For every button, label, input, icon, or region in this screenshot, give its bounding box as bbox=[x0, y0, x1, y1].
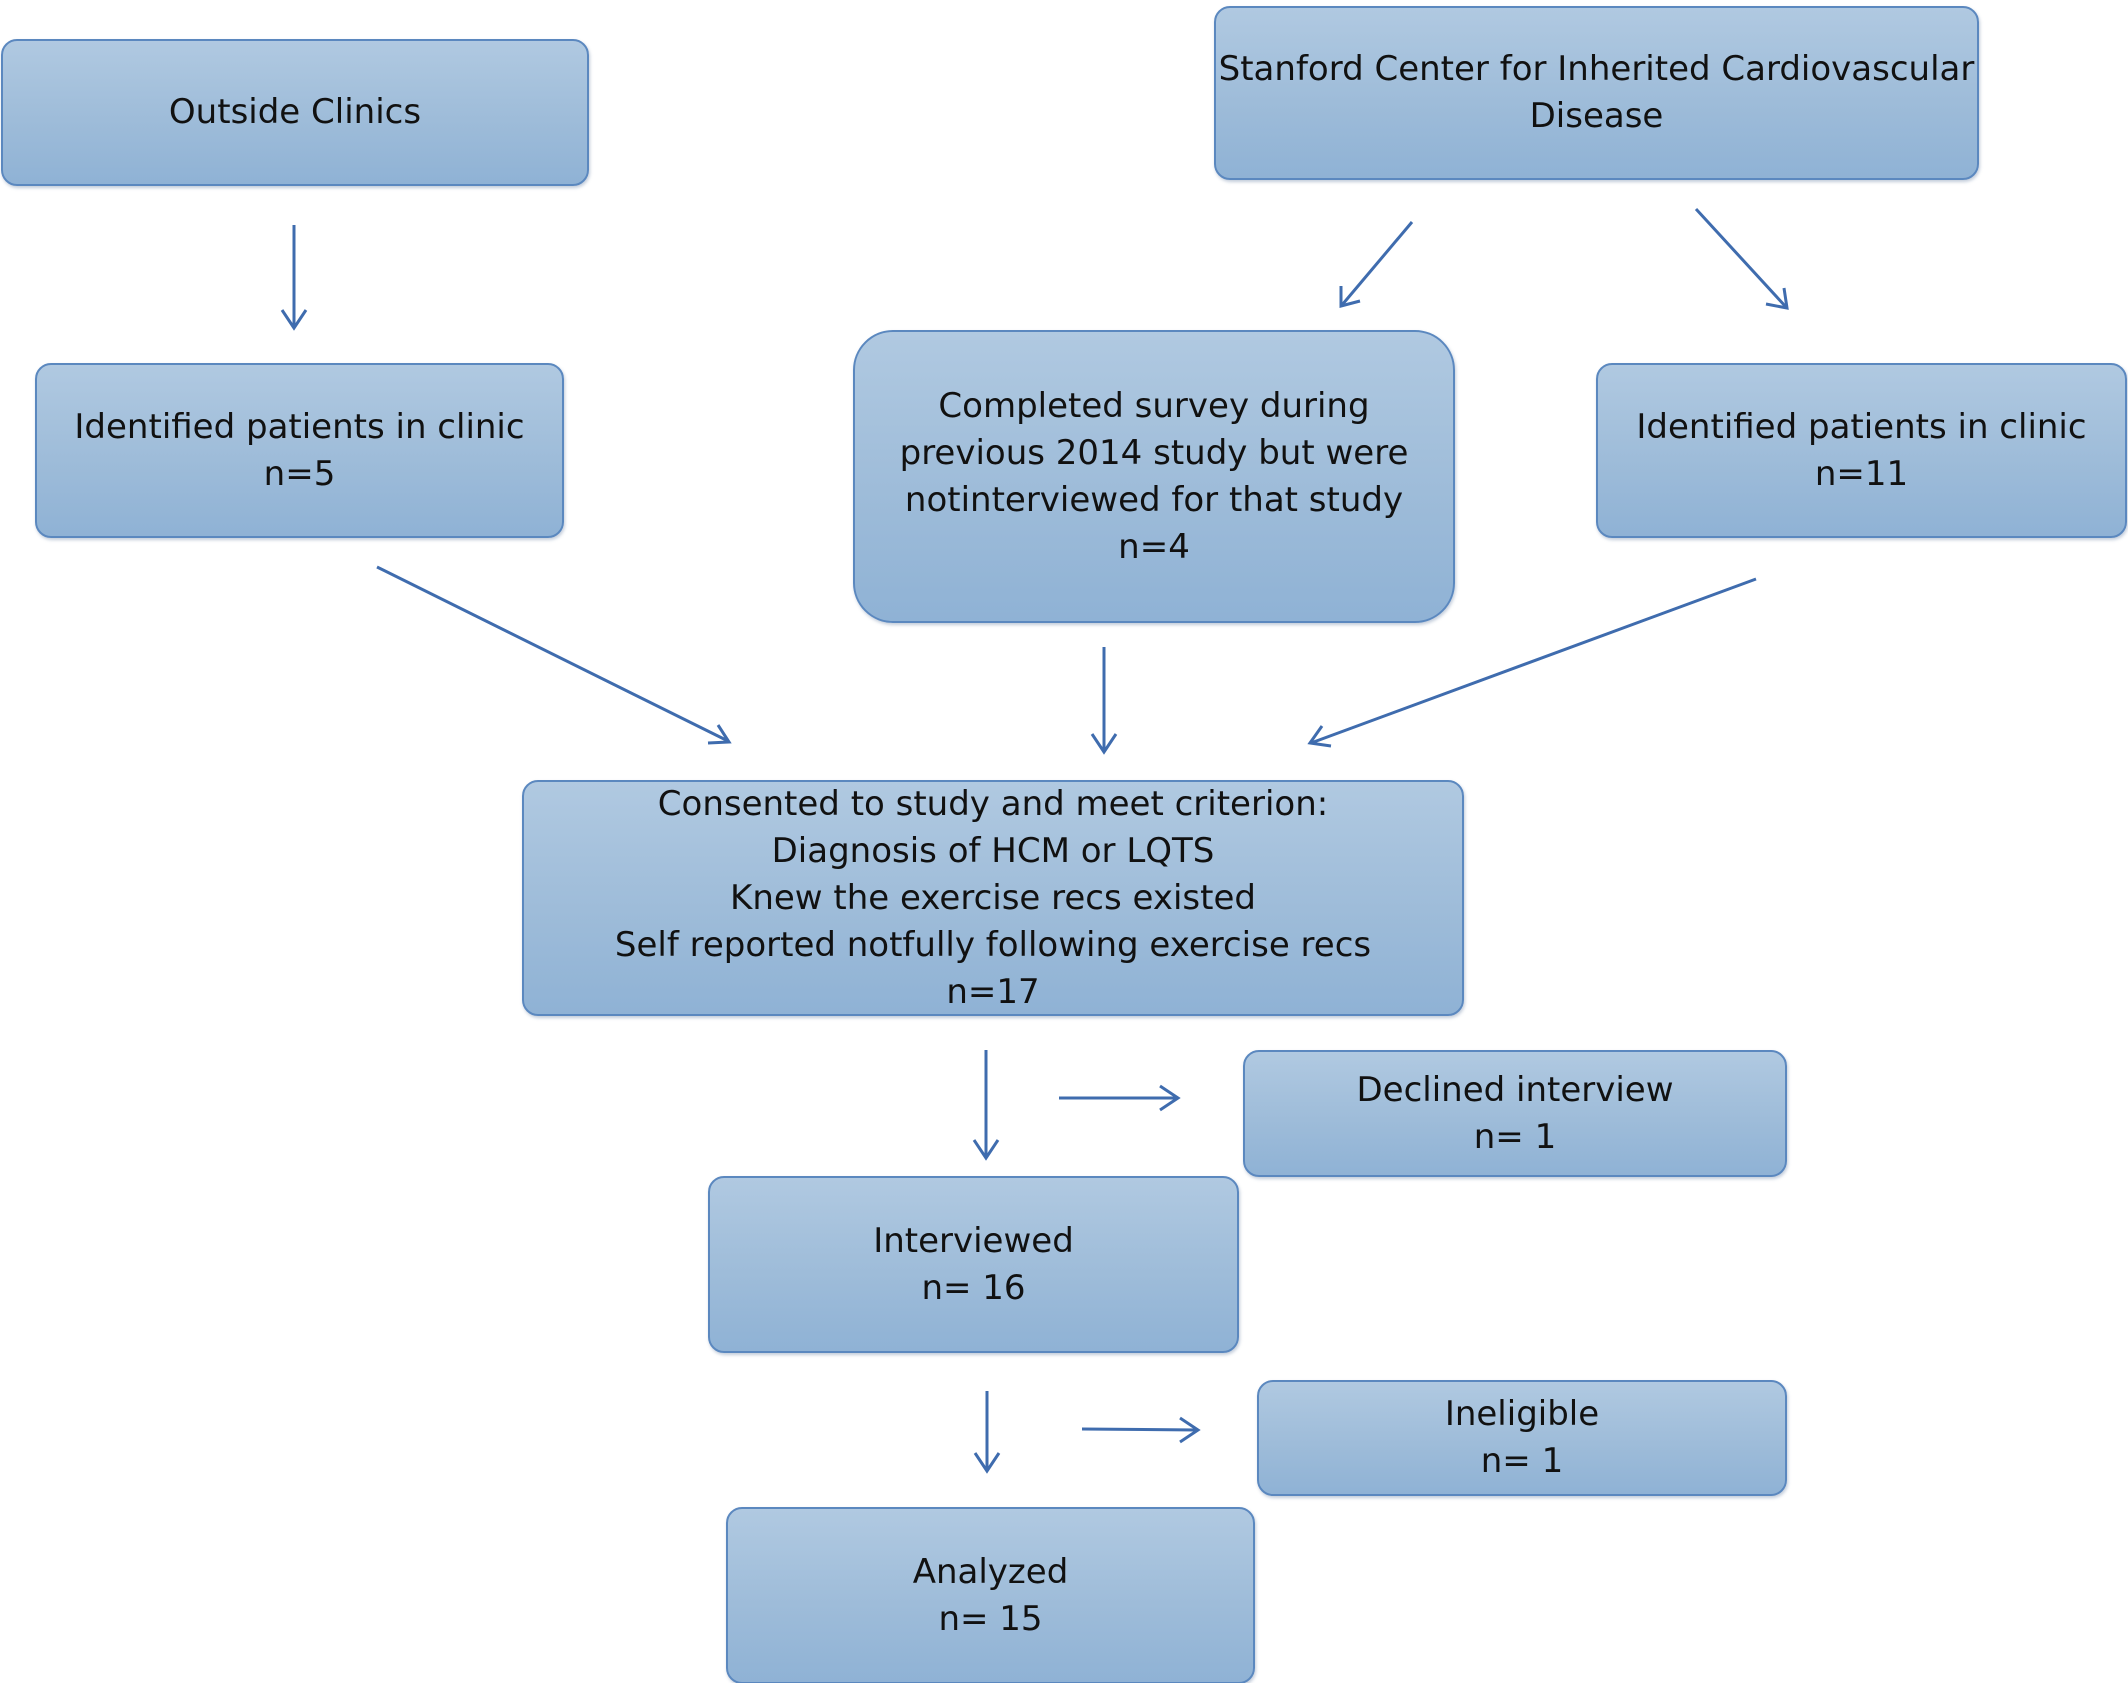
arrow-consented-to-interviewed bbox=[972, 1050, 1000, 1161]
identified-patients-right-box: Identified patients in clinic n=11 bbox=[1596, 363, 2127, 538]
box-line: Declined interview bbox=[1356, 1069, 1674, 1110]
identified-patients-left-box: Identified patients in clinic n=5 bbox=[35, 363, 564, 538]
analyzed-box: Analyzed n= 15 bbox=[726, 1507, 1255, 1683]
stanford-center-box: Stanford Center for Inherited Cardiovasc… bbox=[1214, 6, 1979, 180]
box-line: n= 1 bbox=[1480, 1441, 1564, 1481]
box-line: n= 16 bbox=[921, 1267, 1026, 1308]
box-line: Self reported notfully following exercis… bbox=[614, 924, 1372, 965]
arrow-identified-left-to-consented bbox=[376, 565, 732, 745]
box-line: Completed survey during bbox=[938, 385, 1370, 426]
box-line: previous 2014 study but were bbox=[899, 432, 1409, 473]
box-line: Ineligible bbox=[1444, 1394, 1600, 1434]
box-line: n=4 bbox=[1118, 526, 1190, 567]
box-line: Interviewed bbox=[873, 1220, 1074, 1261]
outside-clinics-box: Outside Clinics bbox=[1, 39, 589, 186]
interviewed-box: Interviewed n= 16 bbox=[708, 1176, 1239, 1353]
arrow-outside-to-identified-left bbox=[280, 225, 308, 331]
box-line: n= 15 bbox=[938, 1598, 1043, 1639]
arrow-stanford-to-completed-survey bbox=[1339, 221, 1414, 308]
box-line: Knew the exercise recs existed bbox=[730, 877, 1256, 918]
arrow-completed-survey-to-consented bbox=[1090, 647, 1118, 755]
box-line: Consented to study and meet criterion: bbox=[657, 783, 1329, 824]
arrow-interviewed-to-analyzed bbox=[973, 1391, 1001, 1474]
box-line: n=17 bbox=[946, 971, 1040, 1012]
ineligible-box: Ineligible n= 1 bbox=[1257, 1380, 1787, 1496]
box-line: Stanford Center for Inherited Cardiovasc… bbox=[1218, 49, 1975, 89]
arrow-to-ineligible bbox=[1081, 1416, 1201, 1444]
declined-interview-box: Declined interview n= 1 bbox=[1243, 1050, 1787, 1177]
box-line: Analyzed bbox=[912, 1551, 1069, 1592]
arrow-stanford-to-identified-right bbox=[1694, 207, 1789, 310]
consented-box: Consented to study and meet criterion: D… bbox=[522, 780, 1464, 1016]
box-line: notinterviewed for that study bbox=[904, 479, 1404, 520]
arrow-identified-right-to-consented bbox=[1307, 577, 1757, 748]
box-line: Identified patients in clinic bbox=[1636, 406, 2087, 447]
arrow-to-declined bbox=[1059, 1084, 1181, 1112]
box-line: n=11 bbox=[1814, 453, 1909, 494]
box-line: Disease bbox=[1529, 96, 1664, 136]
box-line: Diagnosis of HCM or LQTS bbox=[771, 830, 1215, 871]
box-line: n=5 bbox=[263, 453, 336, 494]
box-line: n= 1 bbox=[1473, 1116, 1557, 1157]
box-line: Identified patients in clinic bbox=[74, 406, 525, 447]
box-line: Outside Clinics bbox=[168, 92, 422, 132]
completed-survey-box: Completed survey during previous 2014 st… bbox=[853, 330, 1455, 623]
